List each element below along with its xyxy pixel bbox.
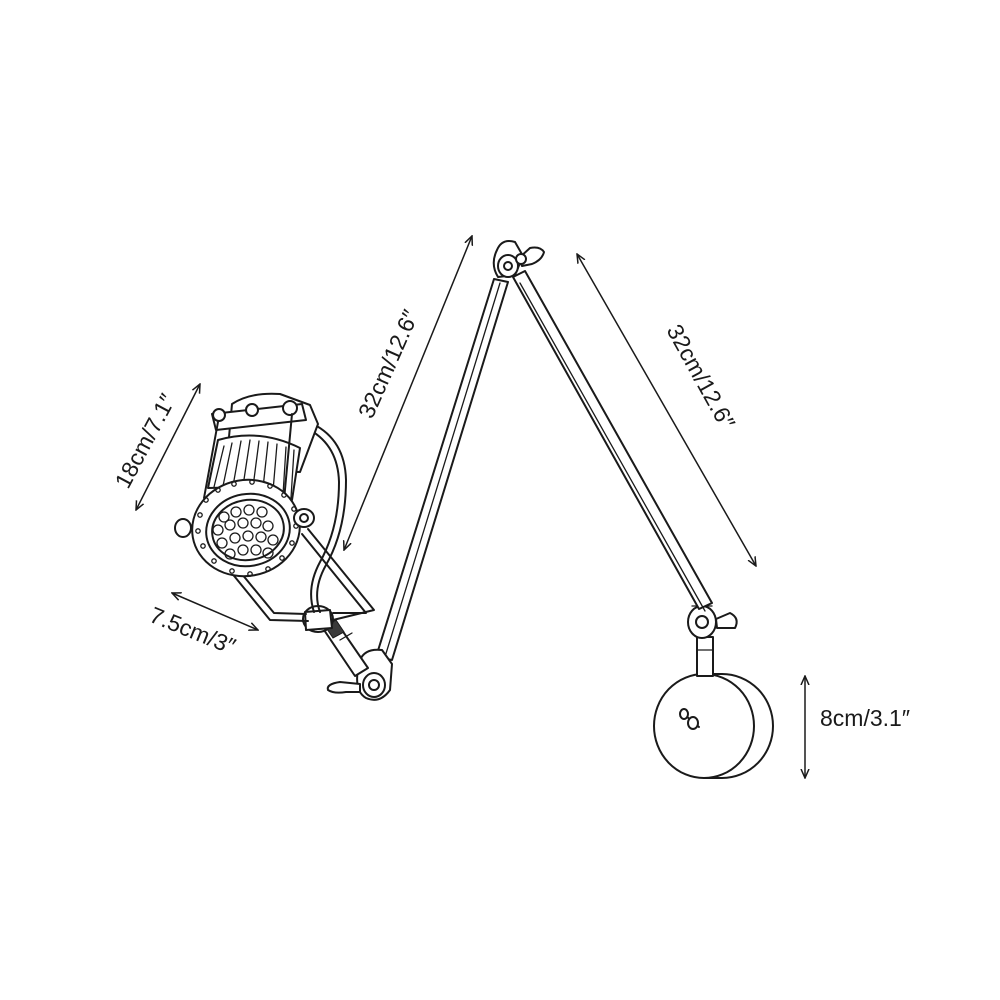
power-cable: [309, 423, 347, 613]
bezel-screws: [195, 479, 299, 577]
led-array: [212, 504, 279, 560]
wall-base: [653, 673, 774, 779]
head-elbow-joint: [326, 648, 393, 701]
dimension-upper-arm: 32cm/12.6″: [344, 236, 472, 550]
lamp-head: [174, 392, 319, 578]
head-width-label: 7.5cm/3″: [146, 602, 239, 660]
dimension-head-height: 18cm/7.1″: [109, 384, 200, 510]
upper-arm-label: 32cm/12.6″: [353, 306, 424, 422]
base-neck: [696, 636, 714, 677]
head-height-label: 18cm/7.1″: [109, 389, 180, 492]
swivel-stem: [302, 605, 369, 677]
top-joint: [492, 240, 545, 278]
lower-arm-label: 32cm/12.6″: [662, 320, 741, 434]
base-knob: [679, 708, 700, 730]
dimension-base-height: 8cm/3.1″: [805, 676, 910, 778]
lower-elbow-joint: [687, 605, 738, 639]
base-height-label: 8cm/3.1″: [820, 705, 910, 731]
dimension-head-width: 7.5cm/3″: [146, 593, 258, 659]
pivot-knobs: [174, 508, 315, 538]
